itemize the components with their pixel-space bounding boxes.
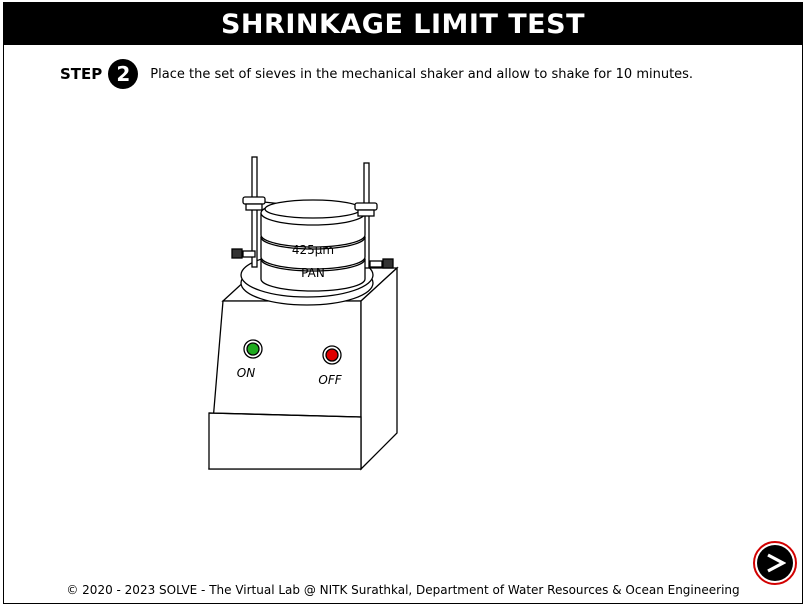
step-label: STEP (60, 65, 103, 83)
off-light (325, 348, 339, 362)
lab-frame: SHRINKAGE LIMIT TEST STEP 2 Place the se… (3, 2, 803, 604)
step-text: Place the set of sieves in the mechanica… (150, 66, 694, 82)
step-number-badge: 2 (108, 59, 139, 89)
on-label: ON (237, 366, 255, 380)
clamp-knobs (231, 196, 394, 269)
mechanical-sieve-shaker: 425μm PAN ON OFF (208, 156, 399, 471)
pan-label: PAN (301, 266, 325, 280)
sieve-stack (260, 199, 366, 292)
next-button[interactable] (753, 541, 797, 585)
next-arrow-icon (757, 545, 793, 581)
off-label: OFF (318, 373, 342, 387)
sieve-label: 425μm (292, 243, 334, 257)
footer-copyright: © 2020 - 2023 SOLVE - The Virtual Lab @ … (66, 583, 740, 597)
page-title: SHRINKAGE LIMIT TEST (4, 3, 802, 45)
on-light (246, 342, 260, 356)
step-instruction: STEP 2 Place the set of sieves in the me… (60, 59, 693, 89)
switch-on-icon[interactable] (243, 339, 263, 359)
switch-off-icon[interactable] (322, 345, 342, 365)
